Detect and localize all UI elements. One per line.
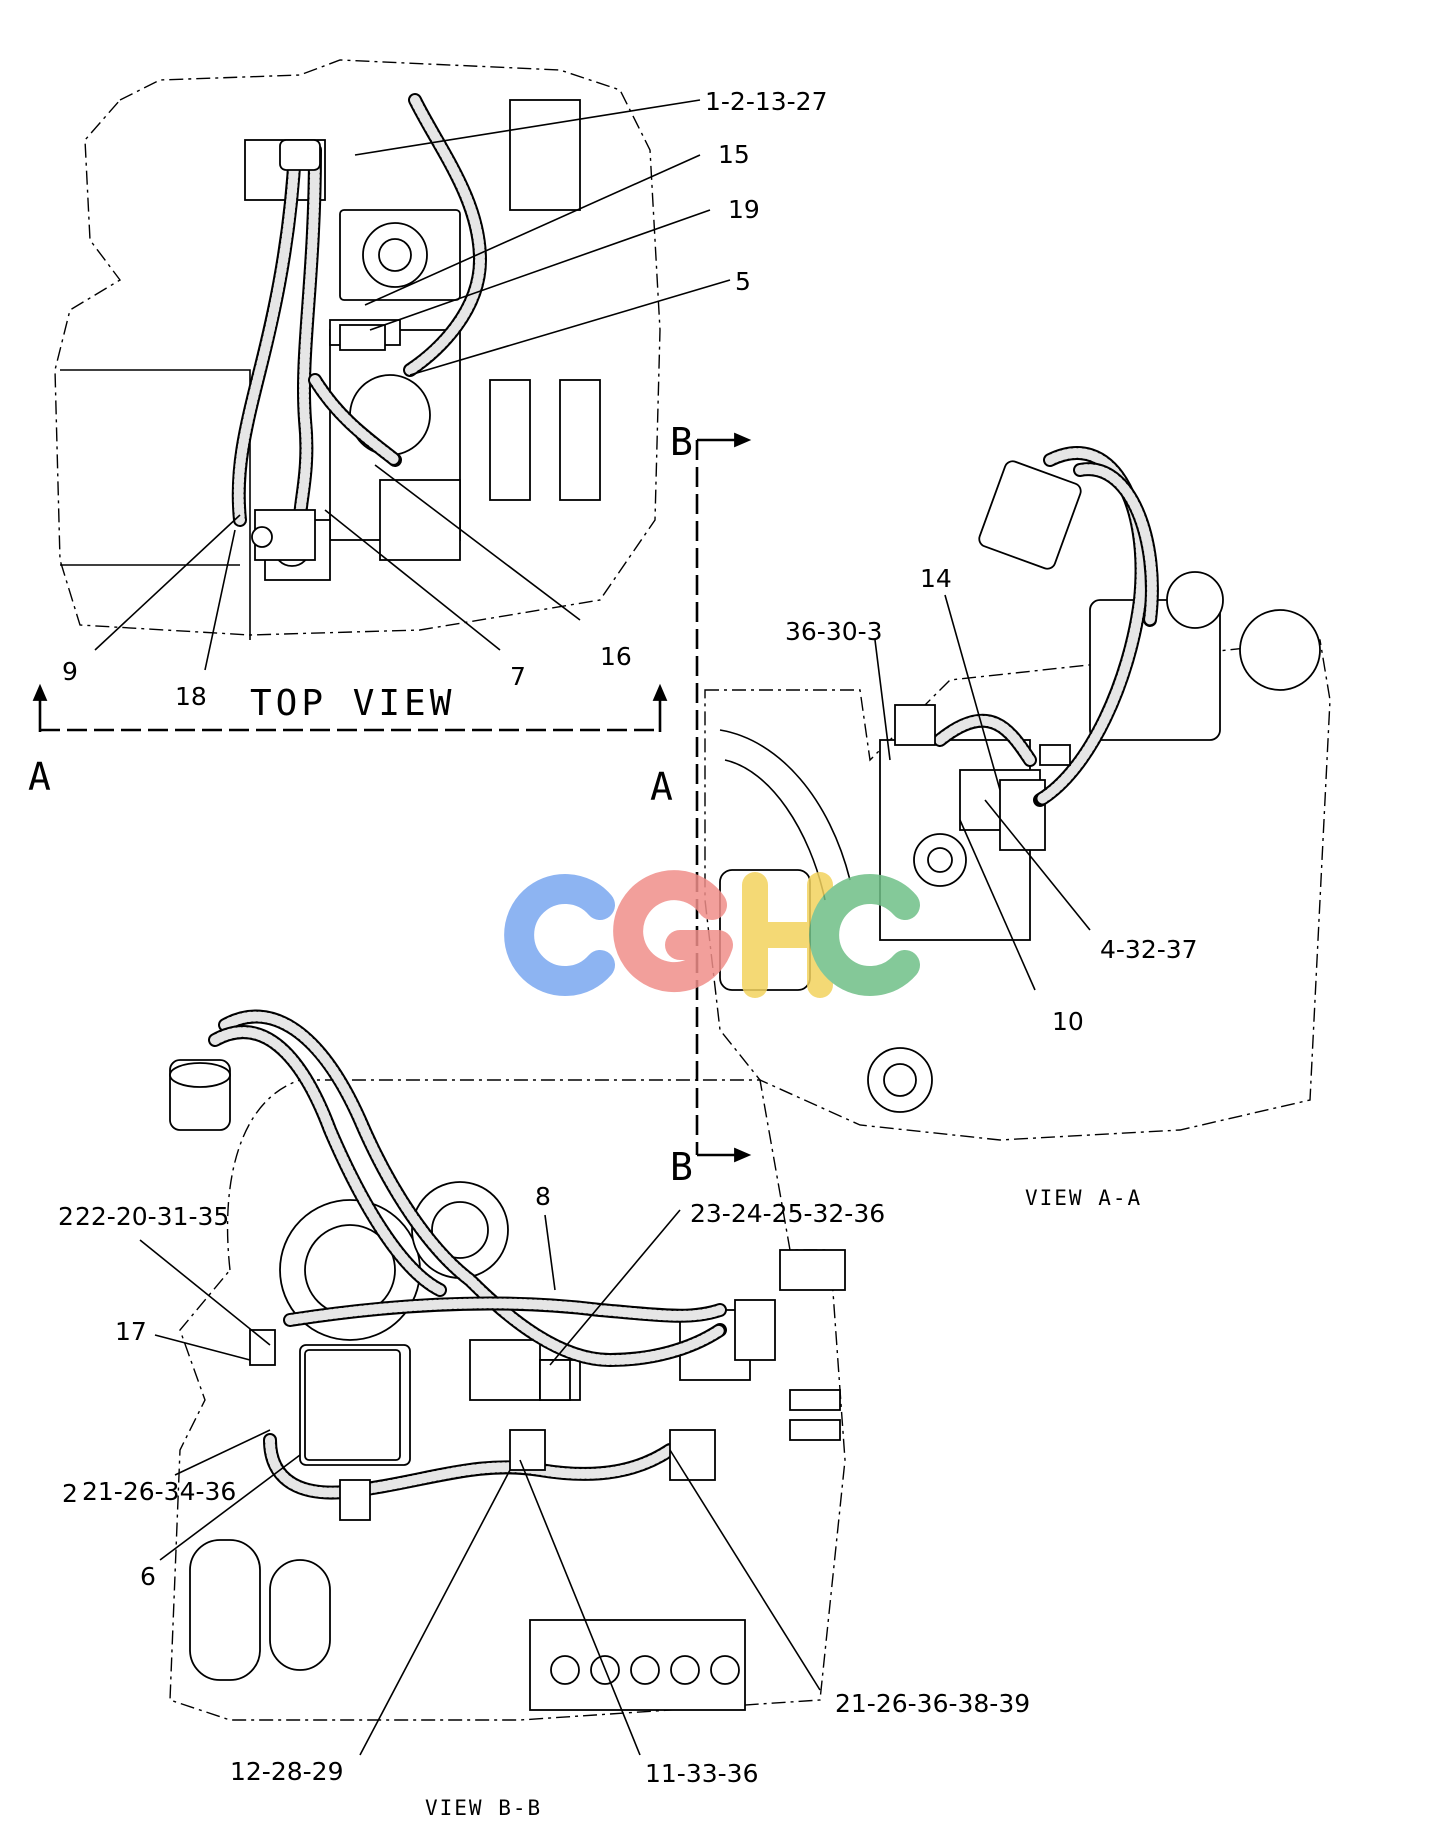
labels: 1-2-13-27 15 19 5 9 18 7 16 TOP VIEW A A…: [28, 87, 1198, 1820]
view-a-a-drawing: [704, 446, 1331, 1141]
callout-22-prefix: 2: [58, 1202, 74, 1231]
callout-12-28-29: 12-28-29: [230, 1757, 343, 1786]
watermark: [504, 870, 920, 998]
top-view-title: TOP VIEW: [250, 683, 455, 724]
callout-14: 14: [920, 564, 952, 593]
callout-6: 6: [140, 1562, 156, 1591]
callout-11-33-36: 11-33-36: [645, 1759, 758, 1788]
callout-23-24-25-32-36: 23-24-25-32-36: [690, 1199, 885, 1228]
callout-21-prefix: 2: [62, 1479, 78, 1508]
section-line-b: [695, 432, 752, 1163]
view-b-b-title: VIEW B-B: [425, 1796, 542, 1820]
callout-9: 9: [62, 657, 78, 686]
section-b-top-label: B: [670, 420, 693, 464]
section-a-left-label: A: [28, 755, 51, 799]
top-view-drawing: [54, 59, 661, 640]
callout-17: 17: [115, 1317, 147, 1346]
view-b-b-drawing: [169, 1009, 846, 1721]
callout-21-26-34-36: 21-26-34-36: [82, 1477, 236, 1506]
section-a-right-label: A: [650, 765, 673, 809]
view-a-a-title: VIEW A-A: [1025, 1186, 1142, 1210]
watermark-letter-g: [613, 870, 733, 993]
callout-10: 10: [1052, 1007, 1084, 1036]
callout-16: 16: [600, 642, 632, 671]
callout-21-26-36-38-39: 21-26-36-38-39: [835, 1689, 1030, 1718]
leader-lines: [94, 99, 1091, 1756]
callout-4-32-37: 4-32-37: [1100, 935, 1198, 964]
section-line-a: [32, 683, 668, 732]
callout-15: 15: [718, 140, 750, 169]
callout-36-30-3: 36-30-3: [785, 617, 883, 646]
callout-19: 19: [728, 195, 760, 224]
callout-8: 8: [535, 1182, 551, 1211]
callout-18: 18: [175, 682, 207, 711]
watermark-letter-c1: [504, 874, 615, 996]
watermark-letter-c2: [809, 874, 920, 996]
callout-1-2-13-27: 1-2-13-27: [705, 87, 828, 116]
callout-7: 7: [510, 662, 526, 691]
callout-5: 5: [735, 267, 751, 296]
section-b-bottom-label: B: [670, 1145, 693, 1189]
callout-22-20-31-35: 22-20-31-35: [75, 1202, 229, 1231]
